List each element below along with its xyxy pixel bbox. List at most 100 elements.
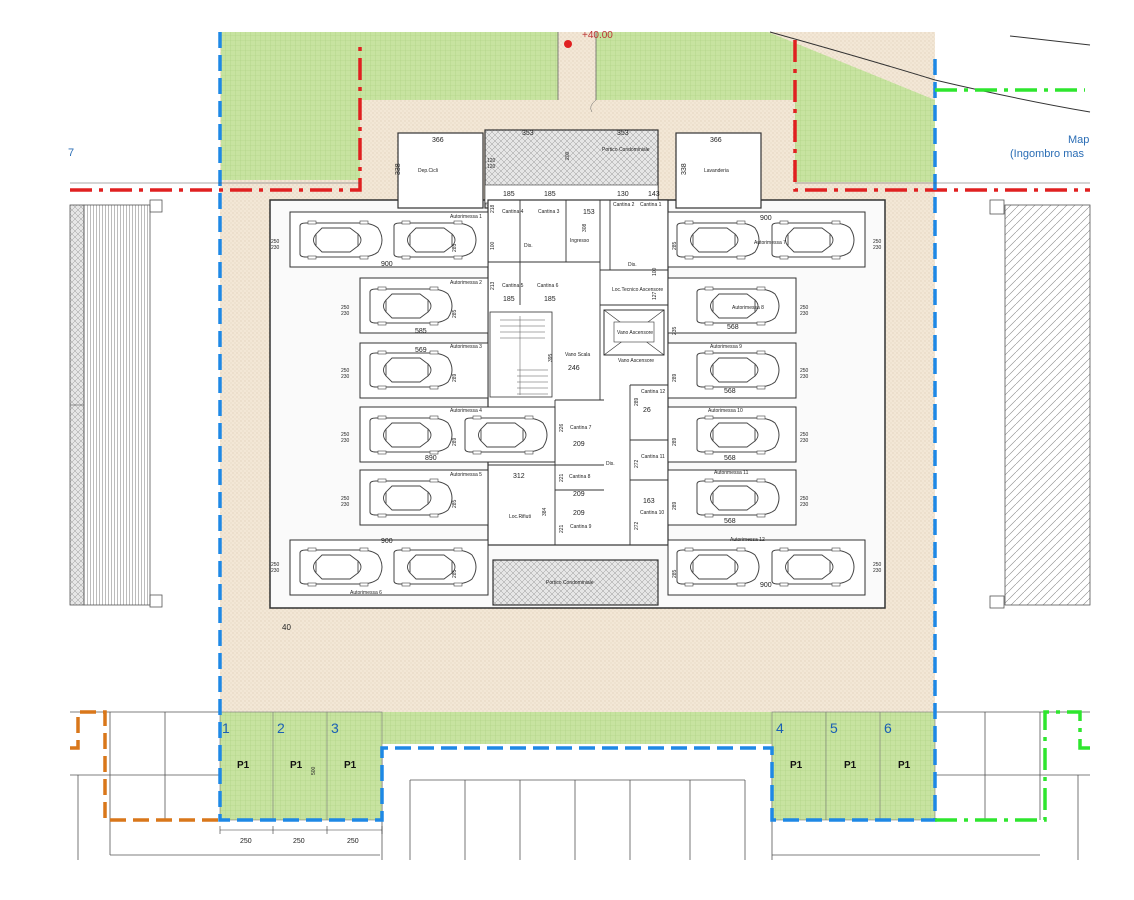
lawn-top-right xyxy=(596,32,935,182)
svg-text:353: 353 xyxy=(617,130,629,137)
svg-text:312: 312 xyxy=(513,473,525,480)
svg-text:569: 569 xyxy=(415,347,427,354)
svg-text:185: 185 xyxy=(503,296,515,303)
svg-text:230: 230 xyxy=(800,311,809,317)
svg-text:Cantina 4: Cantina 4 xyxy=(502,209,524,215)
svg-text:218: 218 xyxy=(490,204,496,213)
svg-text:230: 230 xyxy=(341,438,350,444)
svg-text:Autorimessa 5: Autorimessa 5 xyxy=(450,472,482,478)
svg-text:250: 250 xyxy=(271,239,280,245)
svg-text:900: 900 xyxy=(760,582,772,589)
svg-text:Dis.: Dis. xyxy=(606,461,615,467)
svg-text:209: 209 xyxy=(573,441,585,448)
svg-text:250: 250 xyxy=(800,432,809,438)
svg-text:285: 285 xyxy=(452,243,458,252)
svg-text:568: 568 xyxy=(724,518,736,525)
svg-text:Loc.Tecnico Ascensore: Loc.Tecnico Ascensore xyxy=(612,287,663,293)
svg-text:Autorimessa 12: Autorimessa 12 xyxy=(730,537,765,543)
svg-text:353: 353 xyxy=(522,130,534,137)
svg-text:568: 568 xyxy=(727,324,739,331)
svg-text:585: 585 xyxy=(415,328,427,335)
svg-text:230: 230 xyxy=(800,374,809,380)
svg-text:395: 395 xyxy=(548,353,554,362)
orange-boundary xyxy=(70,710,220,822)
svg-text:Portico Condominiale: Portico Condominiale xyxy=(602,147,650,153)
parking-left xyxy=(219,711,383,821)
svg-text:163: 163 xyxy=(643,498,655,505)
svg-text:250: 250 xyxy=(341,368,350,374)
parking-number: 3 xyxy=(331,720,339,736)
lawn-bottom xyxy=(382,712,772,744)
svg-text:338: 338 xyxy=(395,163,402,175)
svg-text:Dep.Cicli: Dep.Cicli xyxy=(418,168,438,174)
lawn-top-left xyxy=(221,32,558,180)
map-sub-label: (Ingombro mas xyxy=(1010,148,1084,160)
svg-text:250: 250 xyxy=(341,305,350,311)
svg-text:568: 568 xyxy=(724,388,736,395)
svg-text:209: 209 xyxy=(573,491,585,498)
svg-text:250: 250 xyxy=(341,496,350,502)
svg-text:384: 384 xyxy=(542,507,548,516)
svg-text:127: 127 xyxy=(652,291,658,300)
svg-text:230: 230 xyxy=(341,374,350,380)
svg-text:Autorimessa 1: Autorimessa 1 xyxy=(450,214,482,220)
svg-text:366: 366 xyxy=(710,137,722,144)
svg-text:Autorimessa 9: Autorimessa 9 xyxy=(710,344,742,350)
garage-labels: Autorimessa 1 Autorimessa 2 Autorimessa … xyxy=(350,214,786,596)
right-hatched-block xyxy=(1004,204,1091,606)
svg-text:250: 250 xyxy=(800,305,809,311)
svg-text:Dis.: Dis. xyxy=(628,262,637,268)
green-boundary xyxy=(935,88,1090,822)
svg-text:338: 338 xyxy=(681,163,688,175)
svg-text:100: 100 xyxy=(652,267,658,276)
svg-text:250: 250 xyxy=(800,496,809,502)
svg-text:285: 285 xyxy=(672,241,678,250)
parking-right xyxy=(771,711,936,821)
svg-text:900: 900 xyxy=(760,215,772,222)
svg-text:Dis.: Dis. xyxy=(524,243,533,249)
svg-text:Cantina 1: Cantina 1 xyxy=(640,202,662,208)
svg-text:Vano Ascensore: Vano Ascensore xyxy=(618,358,654,364)
svg-text:Cantina 8: Cantina 8 xyxy=(569,474,591,480)
svg-text:250: 250 xyxy=(240,838,252,845)
svg-text:285: 285 xyxy=(672,569,678,578)
blue-boundary xyxy=(218,32,937,822)
svg-text:250: 250 xyxy=(873,239,882,245)
map-label: Map xyxy=(1068,134,1089,146)
svg-text:230: 230 xyxy=(341,311,350,317)
svg-text:Cantina 12: Cantina 12 xyxy=(641,389,665,395)
dimensions: 366 366 353 353 338 338 120 120 200 185 … xyxy=(240,130,882,845)
svg-text:Autorimessa 10: Autorimessa 10 xyxy=(708,408,743,414)
svg-text:900: 900 xyxy=(381,261,393,268)
svg-text:230: 230 xyxy=(800,438,809,444)
parking-number: 2 xyxy=(277,720,285,736)
svg-text:Vano Scala: Vano Scala xyxy=(565,352,590,358)
svg-text:Cantina 5: Cantina 5 xyxy=(502,283,524,289)
svg-text:289: 289 xyxy=(672,373,678,382)
svg-text:285: 285 xyxy=(452,309,458,318)
svg-text:Ingresso: Ingresso xyxy=(570,238,589,244)
svg-text:Cantina 9: Cantina 9 xyxy=(570,524,592,530)
svg-text:Lavanderia: Lavanderia xyxy=(704,168,729,174)
svg-text:Autorimessa 6: Autorimessa 6 xyxy=(350,590,382,596)
parking-labels: 1 2 3 4 5 6 P1 P1 P1 P1 P1 P1 xyxy=(222,720,911,771)
svg-text:221: 221 xyxy=(559,524,565,533)
svg-text:285: 285 xyxy=(452,499,458,508)
svg-text:Autorimessa 3: Autorimessa 3 xyxy=(450,344,482,350)
svg-text:235: 235 xyxy=(672,326,678,335)
parking-label: P1 xyxy=(344,760,357,771)
svg-text:Cantina 3: Cantina 3 xyxy=(538,209,560,215)
svg-text:213: 213 xyxy=(490,281,496,290)
svg-text:Vano Ascensore: Vano Ascensore xyxy=(617,330,653,336)
parking-label: P1 xyxy=(898,760,911,771)
svg-text:209: 209 xyxy=(573,510,585,517)
cellar-labels: Cantina 1 Cantina 2 Cantina 3 Cantina 4 … xyxy=(502,202,665,530)
svg-text:308: 308 xyxy=(582,223,588,232)
svg-text:568: 568 xyxy=(724,455,736,462)
svg-text:26: 26 xyxy=(643,407,651,414)
svg-text:250: 250 xyxy=(800,368,809,374)
svg-text:Cantina 7: Cantina 7 xyxy=(570,425,592,431)
parking-number: 6 xyxy=(884,720,892,736)
level-marker xyxy=(564,40,572,48)
svg-text:250: 250 xyxy=(873,562,882,568)
